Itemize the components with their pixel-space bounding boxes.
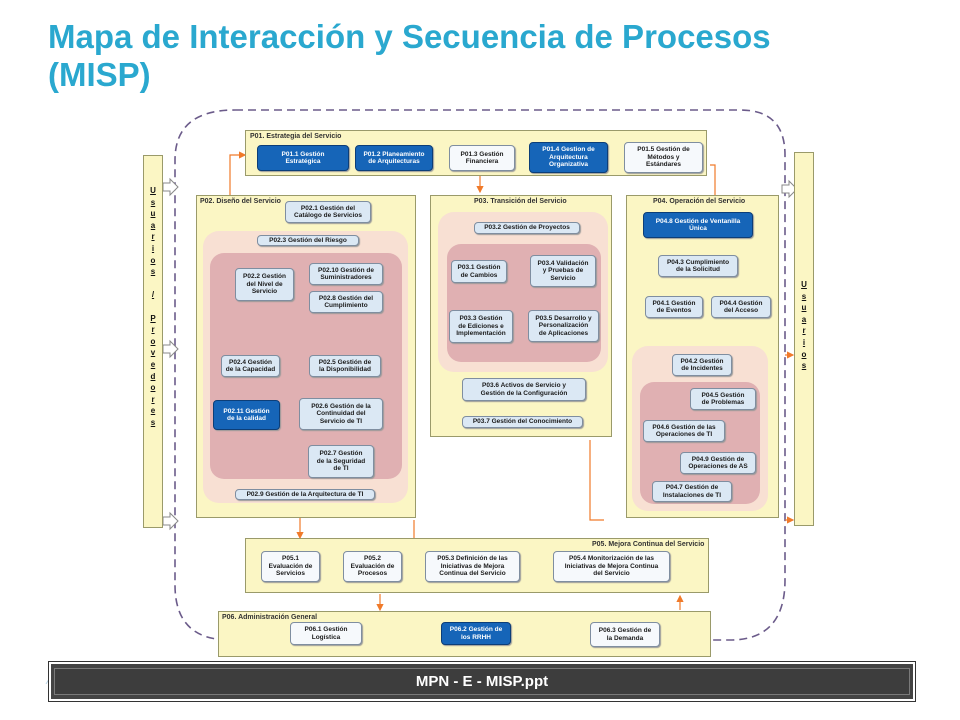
process-p02-3[interactable]: P02.3 Gestión del Riesgo — [257, 235, 359, 246]
process-p03-6[interactable]: P03.6 Activos de Servicio y Gestión de l… — [462, 378, 586, 401]
process-p04-8[interactable]: P04.8 Gestión de Ventanilla Única — [643, 212, 753, 238]
connector-p04-p01 — [710, 164, 716, 195]
process-p04-9[interactable]: P04.9 Gestión de Operaciones de AS — [680, 452, 756, 474]
group-p06-title: P06. Administración General — [222, 614, 318, 621]
process-p02-1[interactable]: P02.1 Gestión del Catálogo de Servicios — [285, 201, 371, 223]
footer-filename: MPN - E - MISP.ppt — [415, 673, 549, 690]
actor-left-users-providers: U s u a r i o s / P r o v e d o r e s — [143, 155, 163, 528]
actor-right-users: U s u a r i o s — [794, 152, 814, 526]
footer-inner: MPN - E - MISP.ppt — [54, 668, 910, 695]
actor-right-label: U s u a r i o s — [801, 280, 807, 371]
process-p04-7[interactable]: P04.7 Gestión de Instalaciones de TI — [652, 481, 732, 502]
hollow-arrow-3 — [162, 511, 179, 531]
process-p01-5[interactable]: P01.5 Gestión de Métodos y Estándares — [624, 142, 703, 173]
process-p06-1[interactable]: P06.1 Gestión Logística — [290, 622, 362, 645]
group-p05-title: P05. Mejora Continua del Servicio — [592, 541, 705, 548]
process-p02-9[interactable]: P02.9 Gestión de la Arquitectura de TI — [235, 489, 375, 500]
process-p04-5[interactable]: P04.5 Gestión de Problemas — [690, 388, 756, 410]
process-p06-3[interactable]: P06.3 Gestión de la Demanda — [590, 622, 660, 647]
process-p01-4[interactable]: P01.4 Gestion de Arquitectura Organizati… — [529, 142, 608, 173]
group-p04-title: P04. Operación del Servicio — [653, 198, 746, 205]
process-p03-4[interactable]: P03.4 Validación y Pruebas de Servicio — [530, 255, 596, 287]
process-p03-2[interactable]: P03.2 Gestión de Proyectos — [474, 222, 580, 234]
process-p02-6[interactable]: P02.6 Gestión de la Continuidad del Serv… — [299, 398, 383, 430]
page-title-line2: (MISP) — [48, 56, 151, 93]
process-p03-1[interactable]: P03.1 Gestión de Cambios — [451, 260, 507, 283]
actor-left-label: U s u a r i o s / P r o v e d o r e s — [150, 186, 156, 427]
footer-bar: MPN - E - MISP.ppt — [52, 665, 912, 698]
process-p03-3[interactable]: P03.3 Gestión de Ediciones e Implementac… — [449, 310, 513, 343]
process-p02-7[interactable]: P02.7 Gestión de la Seguridad de TI — [308, 445, 374, 478]
hollow-arrow-1 — [162, 177, 179, 197]
process-p05-2[interactable]: P05.2 Evaluación de Procesos — [343, 551, 402, 582]
group-p02-title: P02. Diseño del Servicio — [200, 198, 281, 205]
process-p02-8[interactable]: P02.8 Gestión del Cumplimiento — [309, 291, 383, 313]
connector-p02-p01 — [229, 151, 247, 195]
process-p01-3[interactable]: P01.3 Gestión Financiera — [449, 145, 515, 171]
process-p06-2[interactable]: P06.2 Gestión de los RRHH — [441, 622, 511, 645]
process-p03-7[interactable]: P03.7 Gestión del Conocimiento — [462, 416, 583, 428]
process-p05-3[interactable]: P05.3 Definición de las Iniciativas de M… — [425, 551, 520, 582]
hollow-arrow-2 — [162, 339, 179, 359]
process-p04-6[interactable]: P04.6 Gestión de las Operaciones de TI — [643, 420, 725, 442]
process-p02-2[interactable]: P02.2 Gestión del Nivel de Servicio — [235, 268, 294, 301]
connector-p03-p04 — [589, 440, 604, 521]
process-p02-11[interactable]: P02.11 Gestión de la calidad — [213, 400, 280, 430]
process-p05-4[interactable]: P05.4 Monitorización de las Iniciativas … — [553, 551, 670, 582]
process-p04-1[interactable]: P04.1 Gestión de Eventos — [645, 296, 703, 318]
process-p04-4[interactable]: P04.4 Gestión del Acceso — [711, 296, 771, 318]
page-title: Mapa de Interacción y Secuencia de Proce… — [48, 18, 928, 94]
group-p01-title: P01. Estrategia del Servicio — [250, 133, 342, 140]
process-p04-2[interactable]: P04.2 Gestión de Incidentes — [672, 354, 732, 376]
process-p01-2[interactable]: P01.2 Planeamiento de Arquitecturas — [355, 145, 433, 171]
corner-letter: A — [46, 676, 53, 687]
process-p05-1[interactable]: P05.1 Evaluación de Servicios — [261, 551, 320, 582]
process-p02-10[interactable]: P02.10 Gestión de Suministradores — [309, 263, 383, 285]
process-p03-5[interactable]: P03.5 Desarrollo y Personalización de Ap… — [528, 310, 599, 342]
process-p01-1[interactable]: P01.1 Gestión Estratégica — [257, 145, 349, 171]
hollow-arrow-4 — [781, 179, 798, 199]
process-p02-4[interactable]: P02.4 Gestión de la Capacidad — [221, 355, 280, 377]
process-p04-3[interactable]: P04.3 Cumplimiento de la Solicitud — [658, 255, 738, 277]
page-title-line1: Mapa de Interacción y Secuencia de Proce… — [48, 18, 771, 55]
process-p02-5[interactable]: P02.5 Gestión de la Disponibilidad — [309, 355, 381, 377]
system-boundary — [174, 109, 786, 641]
group-p03-title: P03. Transición del Servicio — [474, 198, 567, 205]
